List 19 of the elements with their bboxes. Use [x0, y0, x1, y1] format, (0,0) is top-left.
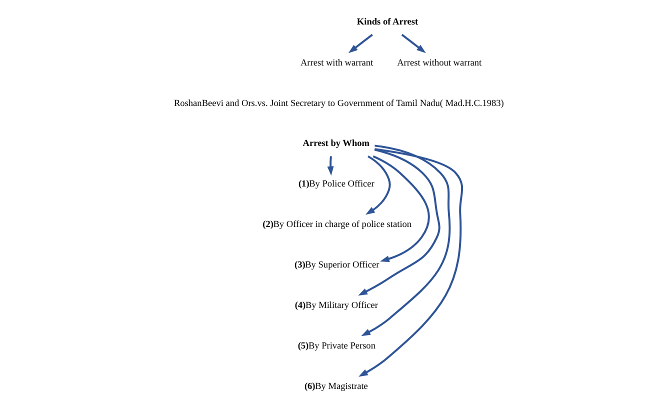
node-text: (2)By Officer in charge of police station [262, 220, 412, 230]
arrow [348, 34, 373, 54]
node-text: Arrest without warrant [397, 58, 482, 69]
arrow [358, 148, 440, 296]
arrow [327, 156, 334, 176]
node-text: (3)By Superior Officer [294, 260, 380, 271]
node-text: Arrest by Whom [302, 139, 370, 150]
node-text: (6)By Magistrate [304, 382, 368, 392]
arrow [401, 34, 426, 54]
node-text: Kinds of Arrest [356, 18, 418, 28]
node-text: (4)By Military Officer [294, 301, 378, 312]
node-text: (1)By Police Officer [298, 180, 374, 190]
node-text: Arrest with warrant [300, 58, 374, 69]
arrow [372, 155, 430, 262]
arrow [366, 155, 391, 215]
label: RoshanBeevi and Ors.vs. Joint Secretary to Government of Tamil Nadu( Mad.H.C.1983) [174, 99, 504, 110]
node-text: (5)By Private Person [298, 342, 376, 352]
arrow [358, 148, 464, 377]
arrow [361, 144, 451, 336]
